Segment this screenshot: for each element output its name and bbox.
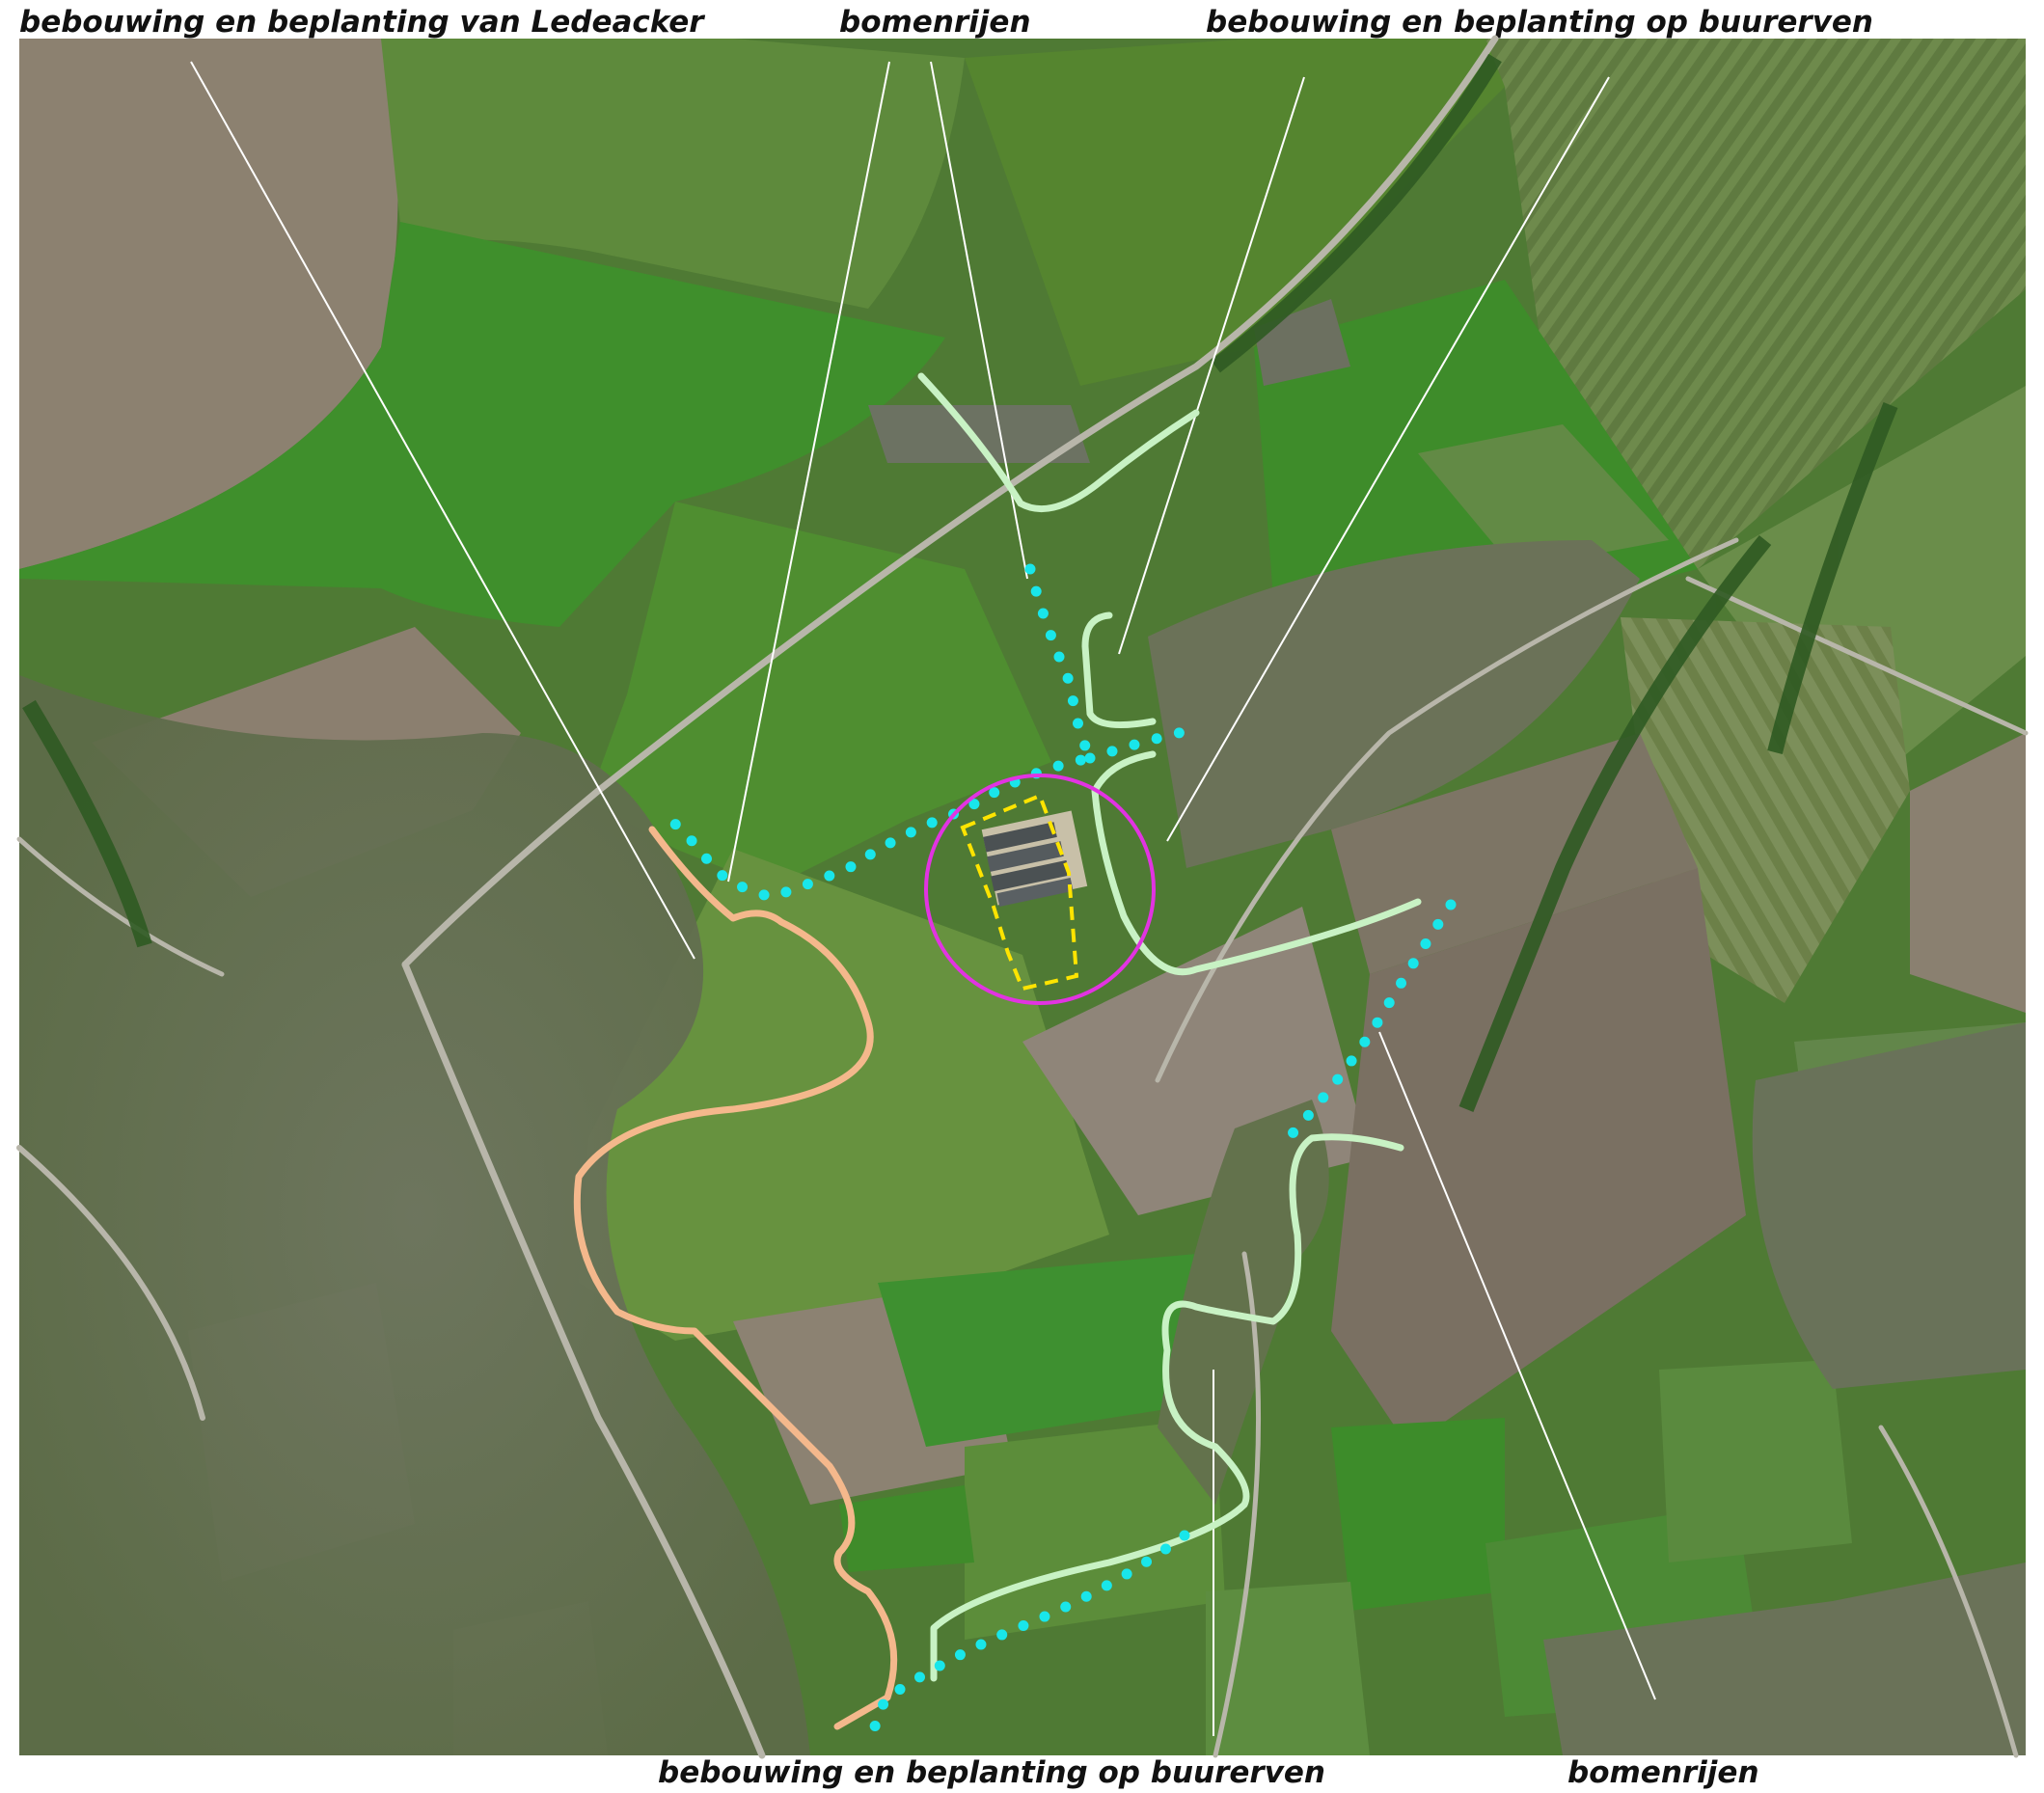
pointer-line-neighbour-yards-north <box>1118 76 1305 655</box>
yard-line-south <box>930 1133 1404 1682</box>
map-background <box>16 35 2029 1759</box>
farm-buildings <box>981 810 1088 907</box>
village-edge-line <box>573 826 898 1730</box>
label-tree-rows-bottom: bomenrijen <box>1567 1755 1759 1790</box>
tree-lines <box>22 53 1898 1112</box>
yard-line-east <box>1091 750 1422 976</box>
tree-row-north-south <box>656 563 1098 903</box>
label-tree-rows-top: bomenrijen <box>839 5 1031 40</box>
pointer-lines <box>190 61 1656 1736</box>
pointer-line-tree-rows-left <box>727 61 890 883</box>
plan-area-circle <box>924 774 1156 1005</box>
label-neighbour-yards-top: bebouwing en beplanting op buurerven <box>1206 5 1874 40</box>
pointer-line-tree-rows-east <box>1378 1031 1656 1700</box>
label-village-buildings-planting: bebouwing en beplanting van Ledeacker <box>19 5 704 40</box>
pointer-line-neighbour-yards-east <box>1166 76 1610 842</box>
neighbour-yard-lines <box>917 372 1422 1682</box>
tree-row-east-top <box>1084 725 1192 764</box>
plan-boundary <box>960 793 1079 992</box>
roads <box>16 35 2029 1759</box>
tree-row-east <box>1277 899 1457 1150</box>
tree-row-lines <box>656 563 1457 1752</box>
tree-row-south <box>869 1530 1190 1752</box>
label-neighbour-yards-bottom: bebouwing en beplanting op buurerven <box>658 1755 1326 1790</box>
yard-line-bracket <box>1081 611 1157 729</box>
yard-line-north <box>917 372 1200 513</box>
pointer-line-village <box>190 61 695 960</box>
